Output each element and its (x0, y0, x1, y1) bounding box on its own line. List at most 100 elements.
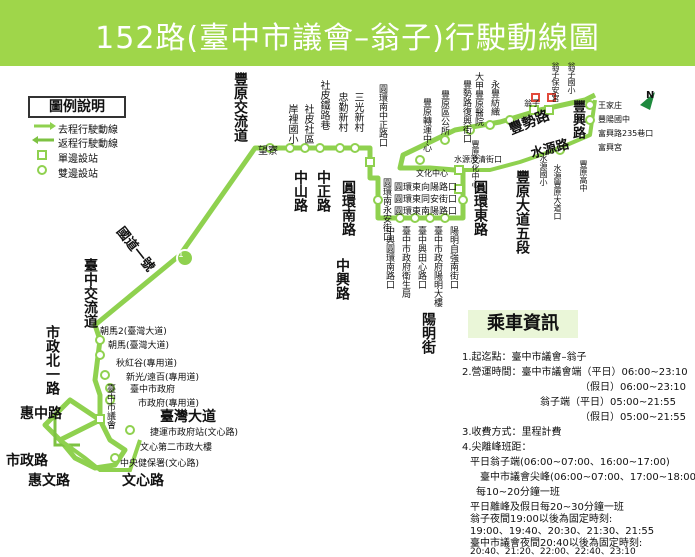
stop-zhongyang (110, 453, 120, 463)
info-line-10: 每10~20分鐘一班 (476, 487, 560, 498)
road-yuanhuan-dong: 圓環東路 (472, 180, 488, 236)
stop-label-tian: 臺中興田心路口 (416, 226, 426, 289)
stop-yongan (373, 195, 383, 205)
info-line-4: 翁子端（平日）05:00~21:55 (540, 397, 677, 408)
route-line-huiwen (58, 438, 142, 472)
stop-label-fengyuan-gaozhong: 豐原高中 (579, 160, 588, 192)
hwy-shield-icon (176, 249, 194, 267)
stop-yuanhuan-nan-zhongzheng (365, 157, 375, 167)
road-huizhong: 惠中路 (20, 406, 62, 422)
info-line-8: 平日翁子端(06:00~07:00、16:00~17:00) (470, 457, 670, 468)
stop-yongfeng (505, 115, 515, 125)
stop-label-wenxin-gov2: 文心第二市政大樓 (140, 443, 213, 453)
stop-label-wangjia: 王家庄 (598, 101, 622, 110)
stop-label-sanguang: 三光新村 (352, 92, 363, 132)
stop-dajia (485, 120, 495, 130)
stop-label-fuxing-jie: 豐勢路復興街口 (461, 80, 471, 143)
stop-label-culture-hall: 豐原文化中心 (471, 140, 480, 188)
road-zhongzheng: 中正路 (315, 170, 331, 212)
stop-label-chaoma: 朝馬(臺灣大道) (108, 341, 170, 351)
legend-icons (32, 122, 56, 175)
info-line-6: 3.收費方式：里程計費 (462, 427, 562, 438)
road-fengyuan-ave5: 豐原大道五段 (514, 170, 530, 254)
route-line-loop (463, 99, 597, 172)
info-line-7: 4.尖離峰班距： (462, 442, 532, 453)
hwy-shield-label: 1 (178, 250, 184, 260)
page-title: 152路(臺中市議會–翁子)行駛動線圖 (95, 21, 600, 56)
title-banner (0, 0, 695, 66)
road-zhongshan: 中山路 (292, 170, 308, 212)
stop-zhongxing-2 (410, 213, 420, 223)
road-fengyuan-interchange: 豐原交流道 (232, 72, 248, 142)
stop-label-shuiyuan-daxue: 水源澄清街口 (454, 155, 502, 164)
info-line-12: 翁子夜間19:00以後為固定時刻: (470, 514, 613, 525)
stop-anli (285, 143, 295, 153)
road-shizheng-bei1: 市政北一路 (44, 325, 60, 395)
stop-wangjia (585, 100, 595, 110)
road-yangming: 陽明街 (420, 312, 436, 354)
stop-chaoma2 (95, 335, 105, 345)
stop-label-anli: 岸裡國小 (286, 104, 297, 144)
stop-zhongxing-4 (440, 213, 450, 223)
legend-double-stop: 雙邊設站 (58, 169, 98, 180)
stop-council (95, 414, 105, 424)
stop-fuxing-jie (465, 125, 475, 135)
info-line-1: 1.起迄點：臺中市議會–翁子 (462, 352, 587, 363)
stop-shuiyuan-school (555, 145, 565, 155)
info-line-5: （假日）05:00~21:55 (580, 412, 687, 423)
stop-label-hall: 豐原區公所 (439, 90, 449, 135)
stop-label-chaoma2: 朝馬2(臺灣大道) (100, 327, 167, 337)
legend-single-stop: 單邊設站 (58, 154, 98, 165)
info-line-14: 臺中市議會夜間20:40以後為固定時刻: (470, 538, 643, 549)
stop-label-zhongqin: 忠勤新村 (336, 92, 347, 132)
stop-label-nanyang: 圓環東南陽路口 (394, 207, 458, 217)
stop-label-wengzi-baoan: 翁子保安宮 (551, 62, 560, 102)
stop-label-transit: 豐原轉運中心 (421, 98, 431, 152)
stop-wengzi-1 (529, 105, 539, 115)
info-line-11: 平日離峰及假日每20~30分鐘一班 (470, 502, 624, 513)
info-line-3: （假日）06:00~23:10 (580, 382, 687, 393)
stop-jiejun (125, 425, 135, 435)
stop-label-fuxinggong: 富興宮 (598, 143, 622, 152)
stop-wangliao (265, 143, 275, 153)
stop-label-tongan: 圓環東同安街口 (394, 195, 458, 205)
stop-label-shuiyuan-ave: 水源豐原大道口 (553, 164, 562, 220)
stop-label-health: 臺中市政府衛生局 (400, 226, 410, 298)
stop-label-qiuhongu: 秋紅谷(專用道) (116, 359, 178, 369)
road-wenxin: 文心路 (122, 473, 164, 489)
stop-label-xiangyang: 圓環東向陽路口 (394, 183, 458, 193)
stop-label-yangming-bldg: 臺中市政府陽明大樓 (432, 226, 442, 307)
stop-label-fengyang: 豐陽國中 (598, 115, 630, 124)
stop-hall (440, 135, 450, 145)
stop-label-wangliao: 望寮 (258, 146, 278, 157)
route-line-council-loop (42, 397, 128, 471)
stop-yuanhuan-dong-1 (454, 184, 464, 194)
stop-label-yongfeng: 永豐紡織 (489, 80, 499, 116)
compass-label: N (646, 90, 655, 101)
stop-label-gov-bus: 市政府(專用道) (138, 399, 200, 409)
legend-inbound: 返程行駛動線 (58, 139, 118, 150)
stop-sanguang (350, 143, 360, 153)
road-huiwen: 惠文路 (28, 473, 70, 489)
road-yuanhuan-nan: 圓環南路 (340, 180, 356, 236)
stop-wenhua (454, 165, 464, 175)
stop-label-shepi-rail: 社皮鐵路巷 (318, 80, 329, 130)
stop-label-shepi: 社皮社區 (302, 104, 313, 144)
info-line-2: 2.營運時間：臺中市議會端（平日）06:00~23:10 (462, 367, 688, 378)
legend-outbound: 去程行駛動線 (58, 125, 118, 136)
stop-label-yuanhuan-nan-zhongzheng: 圓環南中正路口 (377, 84, 387, 147)
stop-zhongxing-1 (395, 213, 405, 223)
road-zhongxing: 中興路 (334, 258, 350, 300)
road-shizheng: 市政路 (6, 453, 48, 469)
road-taichung-interchange: 臺中交流道 (82, 258, 98, 328)
stop-label-taichung-gov: 臺中市政府 (130, 385, 176, 395)
stop-fengyang (585, 115, 595, 125)
info-line-9: 臺中市議會尖峰(06:00~07:00、17:00~18:00) (480, 472, 695, 483)
stop-shepi-rail (315, 143, 325, 153)
stop-label-zhongyang: 中央健保署(文心路) (120, 459, 200, 469)
stop-label-jiejun: 捷運市政府站(文心路) (150, 428, 239, 438)
stop-markers (95, 100, 595, 463)
stop-wengzi-2 (544, 105, 554, 115)
terminal-markers (531, 93, 556, 102)
